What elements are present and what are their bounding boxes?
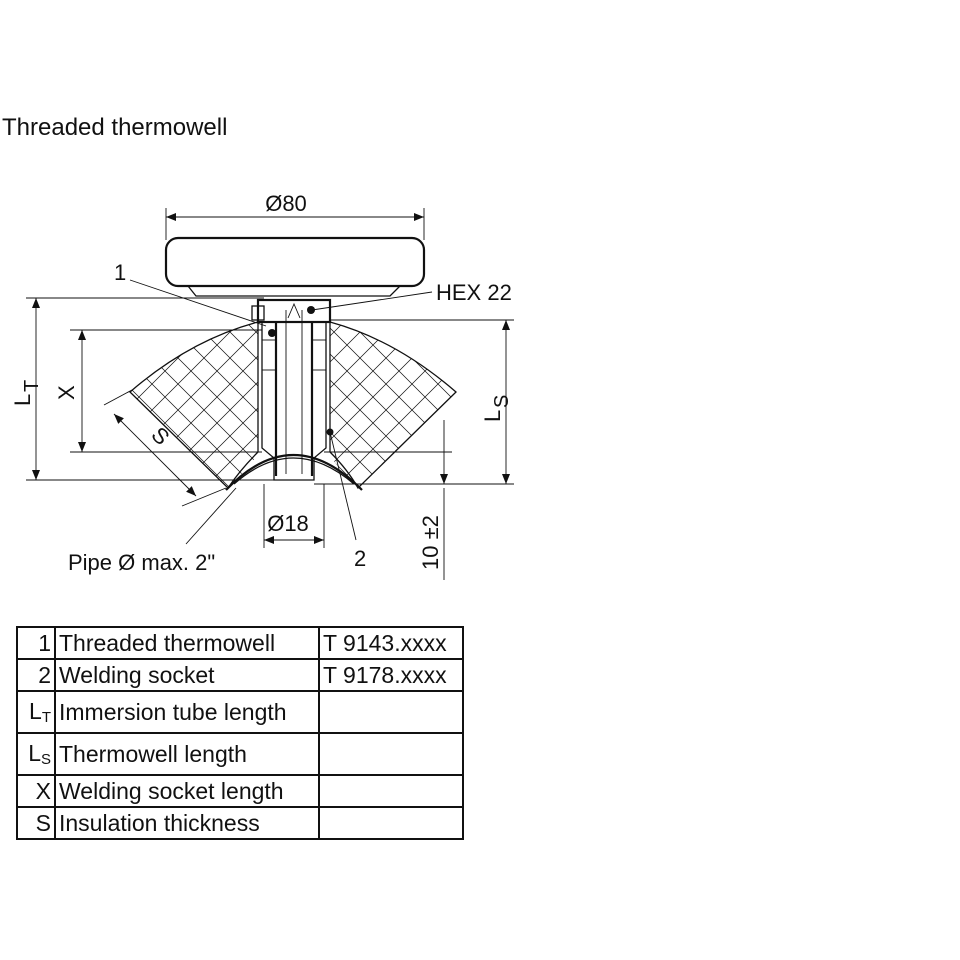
hatch-line xyxy=(510,300,730,520)
hatch-line xyxy=(353,322,456,488)
table-row: LS Thermowell length xyxy=(16,732,464,776)
dim-tube-diameter: Ø18 xyxy=(263,484,325,548)
dim-lt-label: L xyxy=(10,394,35,406)
parts-table: 1 Threaded thermowell T 9143.xxxx 2 Weld… xyxy=(16,626,464,840)
hatch-line xyxy=(130,322,211,488)
callout-2-label: 2 xyxy=(354,546,366,571)
pipe-label: Pipe Ø max. 2" xyxy=(68,550,215,575)
row-description: Welding socket xyxy=(54,658,320,692)
dim-thermowell-length: L S xyxy=(314,319,514,485)
hatch-line xyxy=(536,300,756,520)
hatch-line xyxy=(431,322,456,488)
dim-x-label: X xyxy=(54,385,79,400)
hatch-line xyxy=(130,322,185,488)
hatch-line xyxy=(0,300,80,520)
hatch-line xyxy=(0,300,2,520)
dim-tube-diameter-label: Ø18 xyxy=(267,511,309,536)
thermowell xyxy=(251,298,334,481)
row-code xyxy=(318,774,464,808)
hatch-line xyxy=(562,300,782,520)
table-row: X Welding socket length xyxy=(16,774,464,808)
hatch-line xyxy=(130,322,211,488)
hatch-line xyxy=(510,300,730,520)
row-description: Welding socket length xyxy=(54,774,320,808)
row-code: T 9178.xxxx xyxy=(318,658,464,692)
dim-tolerance: 10 ±2 xyxy=(324,420,452,580)
insulation xyxy=(0,300,808,520)
hatch-line xyxy=(0,300,54,520)
table-row: 1 Threaded thermowell T 9143.xxxx xyxy=(16,626,464,660)
dim-tolerance-label: 10 ±2 xyxy=(418,515,443,570)
dim-lt-sub: T xyxy=(21,380,43,392)
row-key-sub: S xyxy=(40,751,51,768)
hatch-line xyxy=(130,322,185,488)
callout-1: 1 xyxy=(114,260,267,327)
hatch-line xyxy=(484,300,704,520)
hatch-line xyxy=(145,322,367,488)
hex-label: HEX 22 xyxy=(436,280,512,305)
hatch-line xyxy=(431,322,456,488)
hatch-line xyxy=(0,300,54,520)
hatch-line xyxy=(484,300,704,520)
row-code xyxy=(318,690,464,734)
dim-ls-label: L xyxy=(480,410,505,422)
row-key: 1 xyxy=(16,626,56,660)
callout-1-label: 1 xyxy=(114,260,126,285)
row-key-sub: T xyxy=(41,709,51,726)
callout-2: 2 xyxy=(329,431,366,571)
row-key: 2 xyxy=(16,658,56,692)
hatch-line xyxy=(588,300,808,520)
hatch-line xyxy=(130,322,237,488)
hatch-line xyxy=(130,322,159,488)
row-description: Immersion tube length xyxy=(54,690,320,734)
row-description: Threaded thermowell xyxy=(54,626,320,660)
row-code xyxy=(318,806,464,840)
hatch-line xyxy=(536,300,756,520)
hex-callout: HEX 22 xyxy=(311,280,512,311)
hatch-line xyxy=(130,322,133,488)
hatch-line xyxy=(0,300,80,520)
hatch-line xyxy=(0,300,2,520)
row-code xyxy=(318,732,464,776)
hatch-line xyxy=(353,322,456,488)
dial-head xyxy=(164,236,426,297)
page-title: Threaded thermowell xyxy=(2,114,228,141)
dim-immersion-length: L T xyxy=(10,297,276,481)
row-key: LS xyxy=(16,732,56,776)
hatch-line xyxy=(0,300,106,520)
dim-ls-sub: S xyxy=(491,395,513,408)
hatch-line xyxy=(130,322,263,488)
row-description: Insulation thickness xyxy=(54,806,320,840)
row-key: LT xyxy=(16,690,56,734)
row-key: X xyxy=(16,774,56,808)
hatch-line xyxy=(130,322,133,488)
hatch-line xyxy=(130,322,237,488)
hatch-line xyxy=(562,300,782,520)
hatch-line xyxy=(275,322,456,488)
table-row: 2 Welding socket T 9178.xxxx xyxy=(16,658,464,692)
table-row: LT Immersion tube length xyxy=(16,690,464,734)
hatch-line xyxy=(588,300,808,520)
row-code: T 9143.xxxx xyxy=(318,626,464,660)
pipe-callout: Pipe Ø max. 2" xyxy=(68,487,237,575)
hatch-line xyxy=(130,322,159,488)
pipe xyxy=(225,453,363,491)
hatch-line xyxy=(197,322,419,488)
hatch-line xyxy=(0,300,106,520)
hatch-line xyxy=(405,322,456,488)
table-row: S Insulation thickness xyxy=(16,806,464,840)
hatch-line xyxy=(405,322,456,488)
row-key: S xyxy=(16,806,56,840)
row-description: Thermowell length xyxy=(54,732,320,776)
dim-dial-diameter: Ø80 xyxy=(165,191,425,240)
hatch-line xyxy=(0,300,28,520)
dim-insulation: S xyxy=(103,389,227,507)
dim-s-label: S xyxy=(146,422,174,450)
hatch-line xyxy=(130,322,289,488)
hatch-line xyxy=(0,300,28,520)
dim-dial-diameter-label: Ø80 xyxy=(265,191,307,216)
hatch-line xyxy=(130,322,315,488)
